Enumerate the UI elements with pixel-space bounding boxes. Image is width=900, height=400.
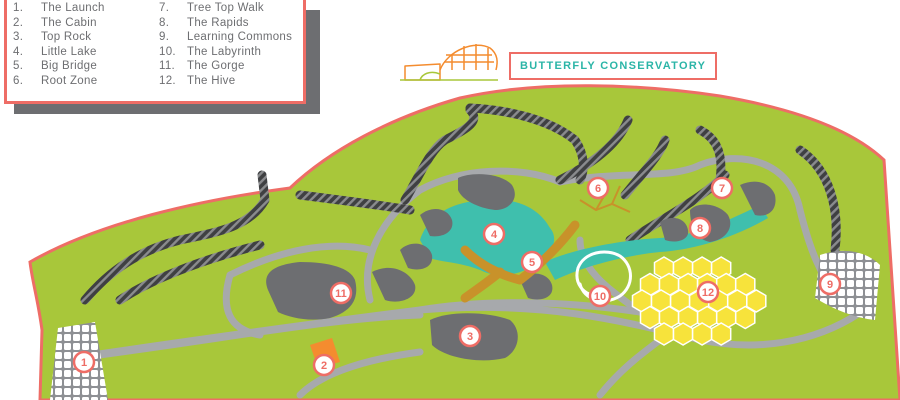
marker-circle — [818, 272, 842, 296]
legend-item: 12.The Hive — [159, 74, 236, 87]
legend-item: 11.The Gorge — [159, 60, 245, 72]
marker-label: 8 — [697, 223, 703, 235]
location-marker[interactable]: 10 — [588, 284, 612, 308]
marker-circle — [710, 176, 734, 200]
legend-item: 10.The Labyrinth — [159, 45, 262, 58]
marker-circle — [688, 216, 712, 240]
marker-label: 9 — [827, 279, 833, 291]
location-marker[interactable]: 4 — [482, 222, 506, 246]
hive-cell — [639, 305, 661, 330]
location-marker[interactable]: 1 — [72, 350, 96, 374]
hive-cell — [746, 289, 767, 313]
marker-circle — [520, 250, 544, 274]
legend-item: 9.Learning Commons — [159, 31, 293, 43]
marker-circle — [588, 284, 612, 308]
marker-circle — [458, 324, 482, 348]
location-marker[interactable]: 8 — [688, 216, 712, 240]
marker-label: 12 — [702, 287, 714, 299]
legend-column-left: 1.The Launch 2.The Cabin 3.Top Rock 4.Li… — [13, 1, 105, 88]
legend-item: 4.Little Lake — [13, 45, 97, 58]
marker-label: 7 — [719, 183, 725, 195]
location-marker[interactable]: 11 — [329, 281, 353, 305]
conservatory-icon — [400, 44, 498, 81]
legend-item: 7.Tree Top Walk — [159, 2, 264, 14]
location-marker[interactable]: 5 — [520, 250, 544, 274]
location-marker[interactable]: 6 — [586, 176, 610, 200]
marker-label: 2 — [321, 360, 327, 372]
legend-panel: 1.The Launch 2.The Cabin 3.Top Rock 4.Li… — [4, 0, 306, 104]
marker-circle — [329, 281, 353, 305]
marker-label: 4 — [491, 229, 498, 241]
marker-label: 3 — [467, 331, 473, 343]
root-zone — [579, 185, 631, 213]
hive-cell — [734, 305, 756, 330]
conservatory-label: BUTTERFLY CONSERVATORY — [509, 52, 718, 80]
marker-label: 1 — [81, 357, 87, 369]
legend-item: 3.Top Rock — [13, 31, 92, 43]
marker-circle — [696, 280, 720, 304]
legend-item: 5.Big Bridge — [13, 60, 98, 72]
marker-label: 10 — [594, 291, 606, 303]
location-marker[interactable]: 7 — [710, 176, 734, 200]
location-marker[interactable]: 2 — [312, 353, 336, 377]
legend-item: 6.Root Zone — [13, 74, 98, 87]
marker-circle — [312, 353, 336, 377]
big-bridge — [460, 220, 580, 303]
legend-column-right: 7.Tree Top Walk 8.The Rapids 9.Learning … — [159, 1, 292, 88]
marker-label: 6 — [595, 183, 601, 195]
legend-item: 2.The Cabin — [13, 16, 97, 29]
learning-commons-area — [815, 250, 880, 320]
hive-cell — [653, 322, 675, 346]
rock-formations — [266, 174, 776, 361]
marker-circle — [72, 350, 96, 374]
hive-cell — [691, 322, 713, 346]
location-marker[interactable]: 9 — [818, 272, 842, 296]
hive-cell — [734, 272, 756, 297]
marker-circle — [482, 222, 506, 246]
location-marker[interactable]: 3 — [458, 324, 482, 348]
hive-cell — [672, 322, 694, 346]
marker-circle — [586, 176, 610, 200]
marker-label: 11 — [335, 288, 347, 300]
hive-cell — [710, 322, 732, 346]
hatched-trails — [80, 103, 841, 305]
legend-item: 8.The Rapids — [159, 16, 249, 29]
location-marker[interactable]: 12 — [696, 280, 720, 304]
legend-item: 1.The Launch — [13, 2, 105, 14]
marker-label: 5 — [529, 257, 535, 269]
walking-paths — [54, 155, 874, 399]
